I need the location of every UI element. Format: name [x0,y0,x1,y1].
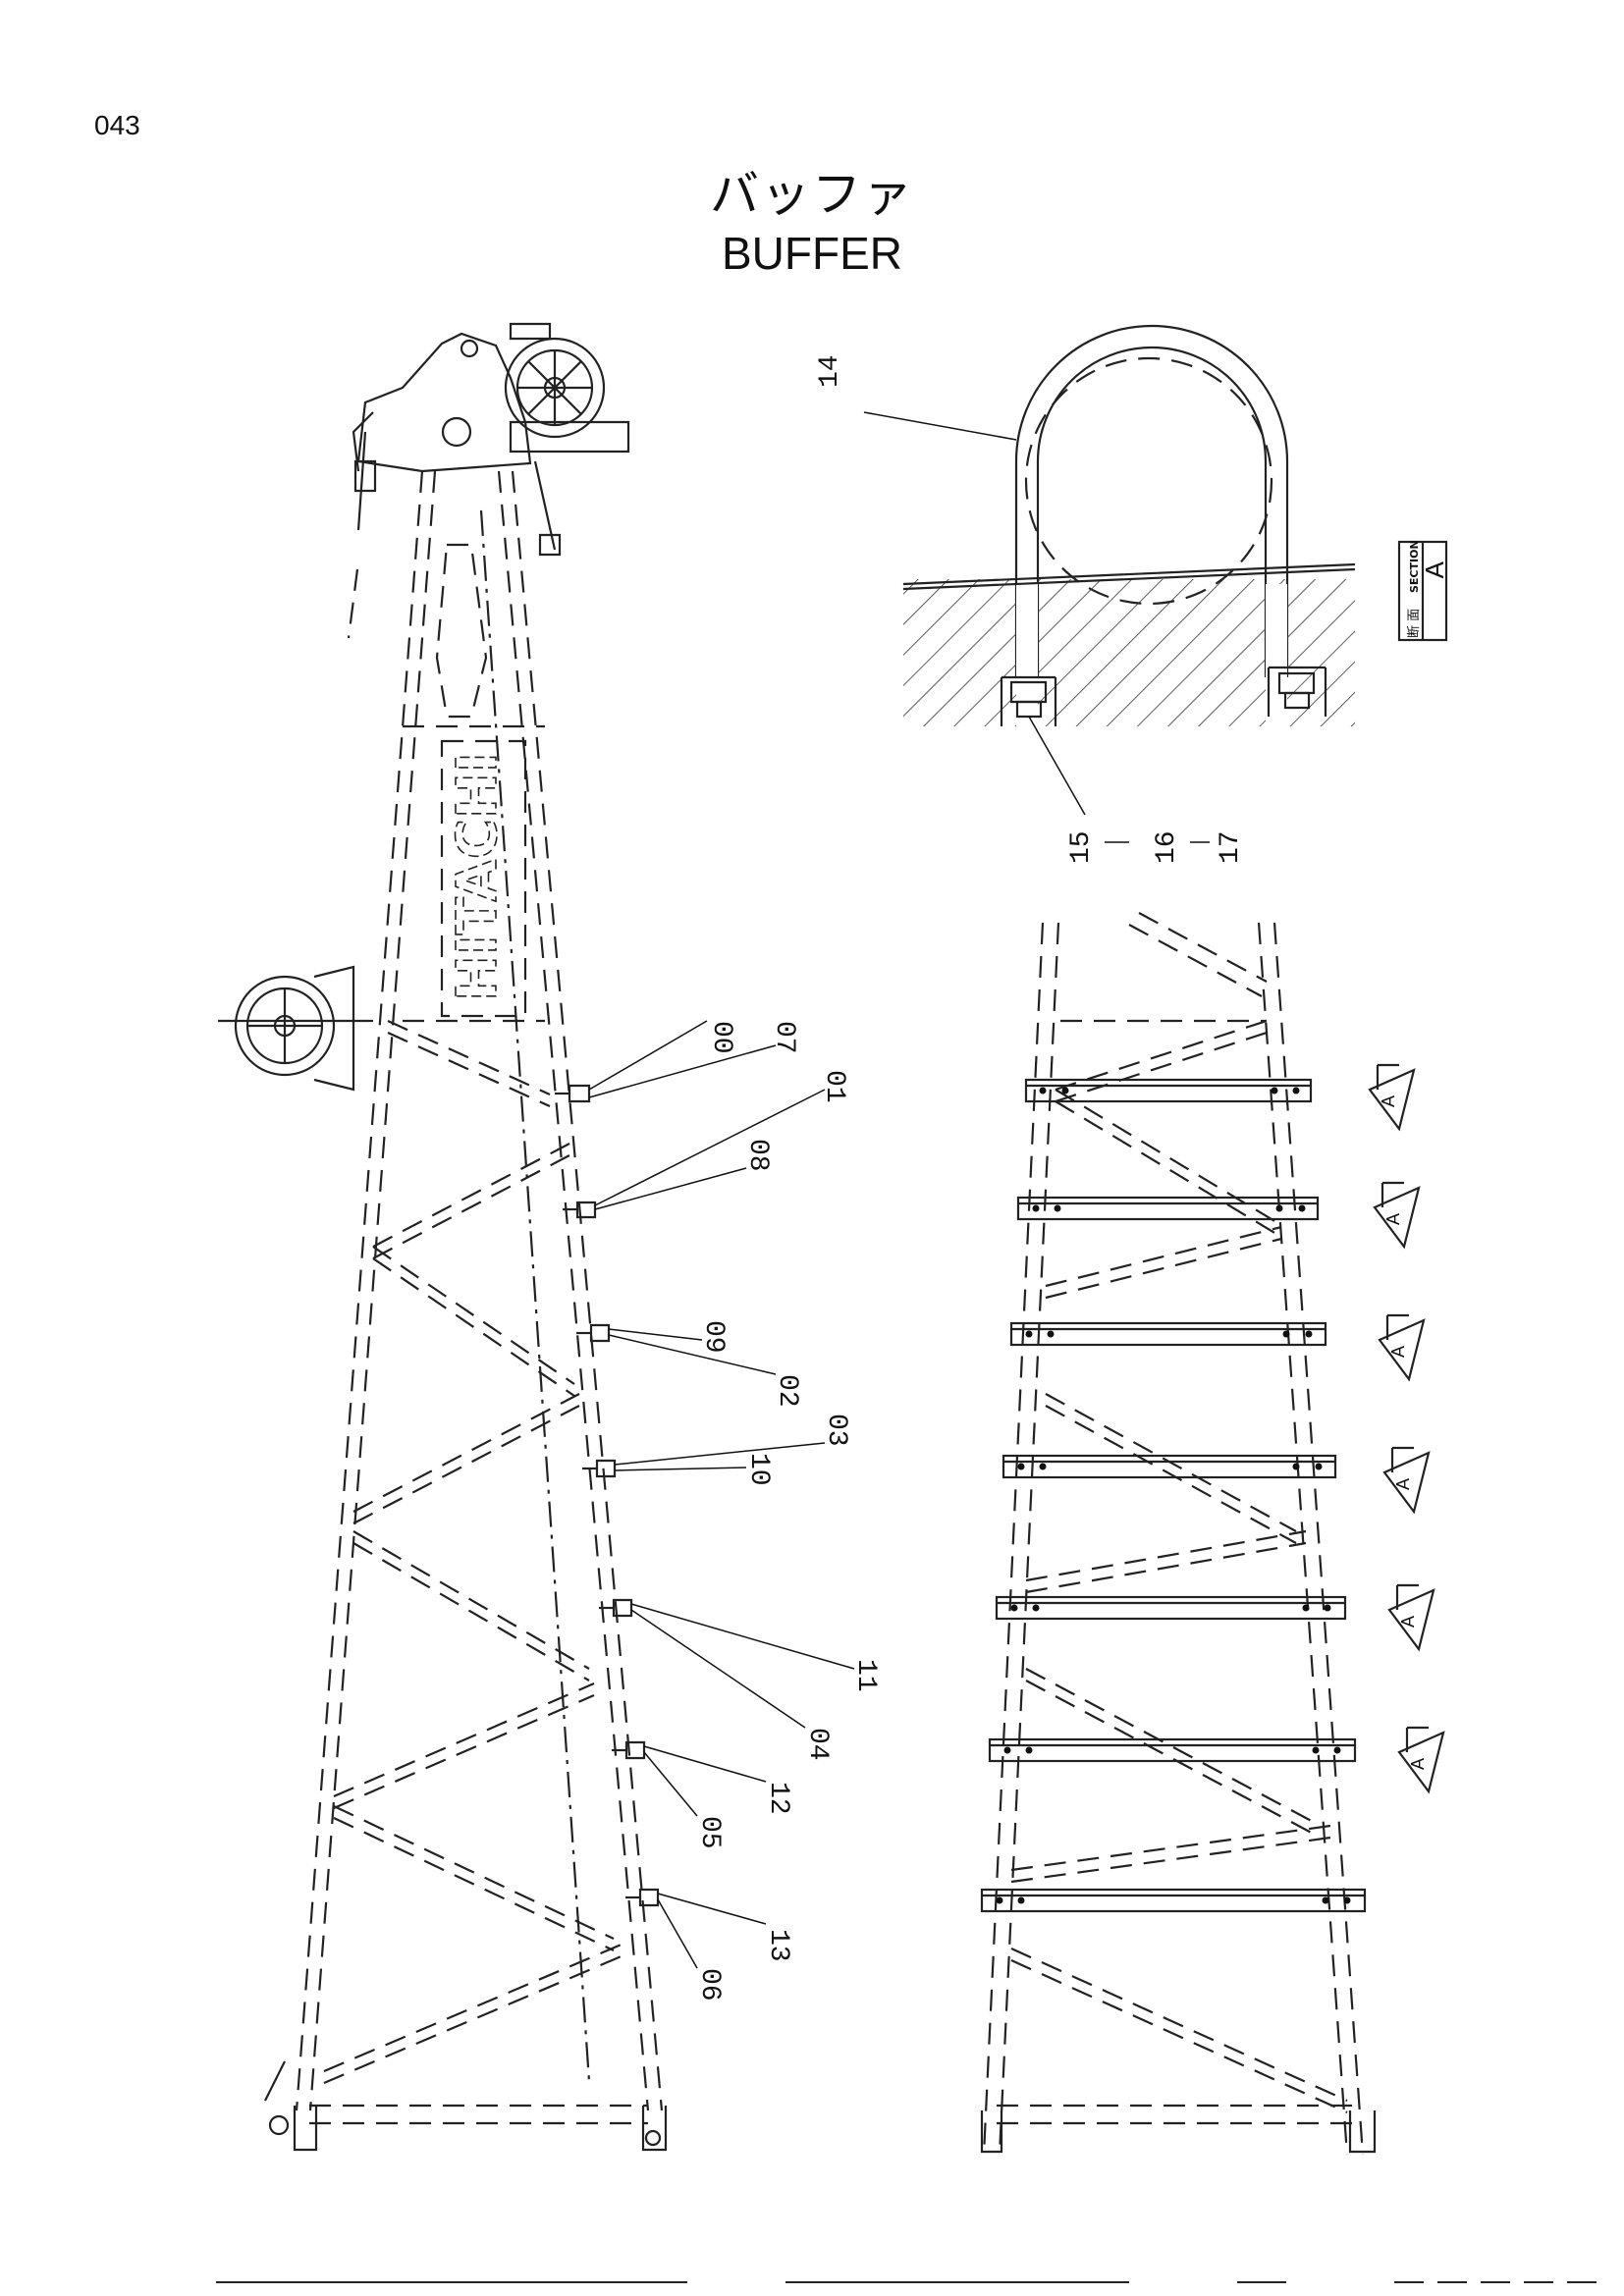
boom-head [347,322,630,639]
buffer-mount-1 [555,1084,591,1103]
boom-upper-chord [497,470,664,2111]
boom-foot-right [641,2106,668,2152]
boom-top-view: A A A A A A [980,912,1445,2156]
callout-00: 00 [706,1021,736,1054]
callout-02: 02 [772,1374,802,1408]
callout-11: 11 [850,1659,881,1692]
side-sheave [218,965,373,1092]
callout-07: 07 [769,1021,799,1054]
section-tag-letter: A [1420,561,1449,578]
section-marker-letter: A [1408,1758,1428,1770]
callout-17: 17 [1216,830,1246,864]
boom-side-view: HITACHI [218,322,881,2152]
buffer-plate-5 [995,1595,1347,1621]
boom-foot-left [264,2060,318,2152]
section-a-detail: 14 15 16 17 A 断 面 SECTION [815,324,1449,864]
buffer-plate-2 [1016,1196,1320,1221]
callout-13: 13 [763,1929,793,1962]
buffer-plate-3 [1009,1321,1327,1347]
callout-05: 05 [694,1816,725,1849]
callout-03: 03 [821,1414,851,1447]
buffer-mount-3 [576,1323,611,1343]
buffer-plate-4 [1001,1454,1337,1479]
callout-12: 12 [763,1782,793,1815]
title-japanese: バッファ [710,166,914,223]
callout-15: 15 [1066,830,1097,864]
buffer-mount-5 [599,1598,633,1618]
buffer-mount-4 [582,1459,617,1478]
section-tag: A 断 面 SECTION [1397,540,1449,642]
head-sheave [504,337,606,439]
hitachi-nameplate: HITACHI [403,724,545,1023]
section-marker-letter: A [1388,1346,1408,1358]
section-marker-2: A [1373,1181,1421,1250]
section-marker-1: A [1368,1063,1416,1132]
buffer-mount-7 [625,1888,660,1907]
callout-leaders-left [588,1020,855,1969]
section-marker-3: A [1378,1313,1426,1382]
top-view-lattice [1010,1019,1348,2114]
section-marker-letter: A [1379,1095,1398,1107]
title-english: BUFFER [722,228,902,279]
buffer-mount-2 [563,1201,597,1219]
section-marker-5: A [1387,1583,1435,1652]
section-tag-japanese: 断 面 [1407,609,1422,638]
boom-lattice [323,1019,624,2085]
buffer-plate-7 [980,1888,1367,1913]
buffer-mount-6 [612,1740,646,1760]
buffer-plate-1 [1024,1078,1313,1103]
callout-14: 14 [815,354,845,388]
section-marker-4: A [1382,1446,1431,1515]
callout-04: 04 [802,1728,833,1761]
section-marker-6: A [1397,1726,1445,1794]
callout-01: 01 [819,1070,849,1103]
nut-left [1009,680,1048,719]
section-marker-letter: A [1398,1616,1418,1628]
callout-10: 10 [743,1453,774,1486]
logo-text: HITACHI [446,752,510,1001]
callout-09: 09 [698,1320,729,1354]
callout-06: 06 [694,1968,725,2002]
boom-lower-chord [295,470,437,2111]
section-marker-letter: A [1393,1478,1413,1490]
section-marker-letter: A [1383,1213,1403,1225]
nut-right [1277,671,1316,710]
title-block: バッファ BUFFER [0,165,1624,283]
page-number: 043 [94,110,140,140]
section-tag-english: SECTION [1408,540,1421,593]
buffer-plate-6 [988,1737,1357,1763]
callout-16: 16 [1152,830,1182,864]
callout-08: 08 [742,1139,773,1172]
